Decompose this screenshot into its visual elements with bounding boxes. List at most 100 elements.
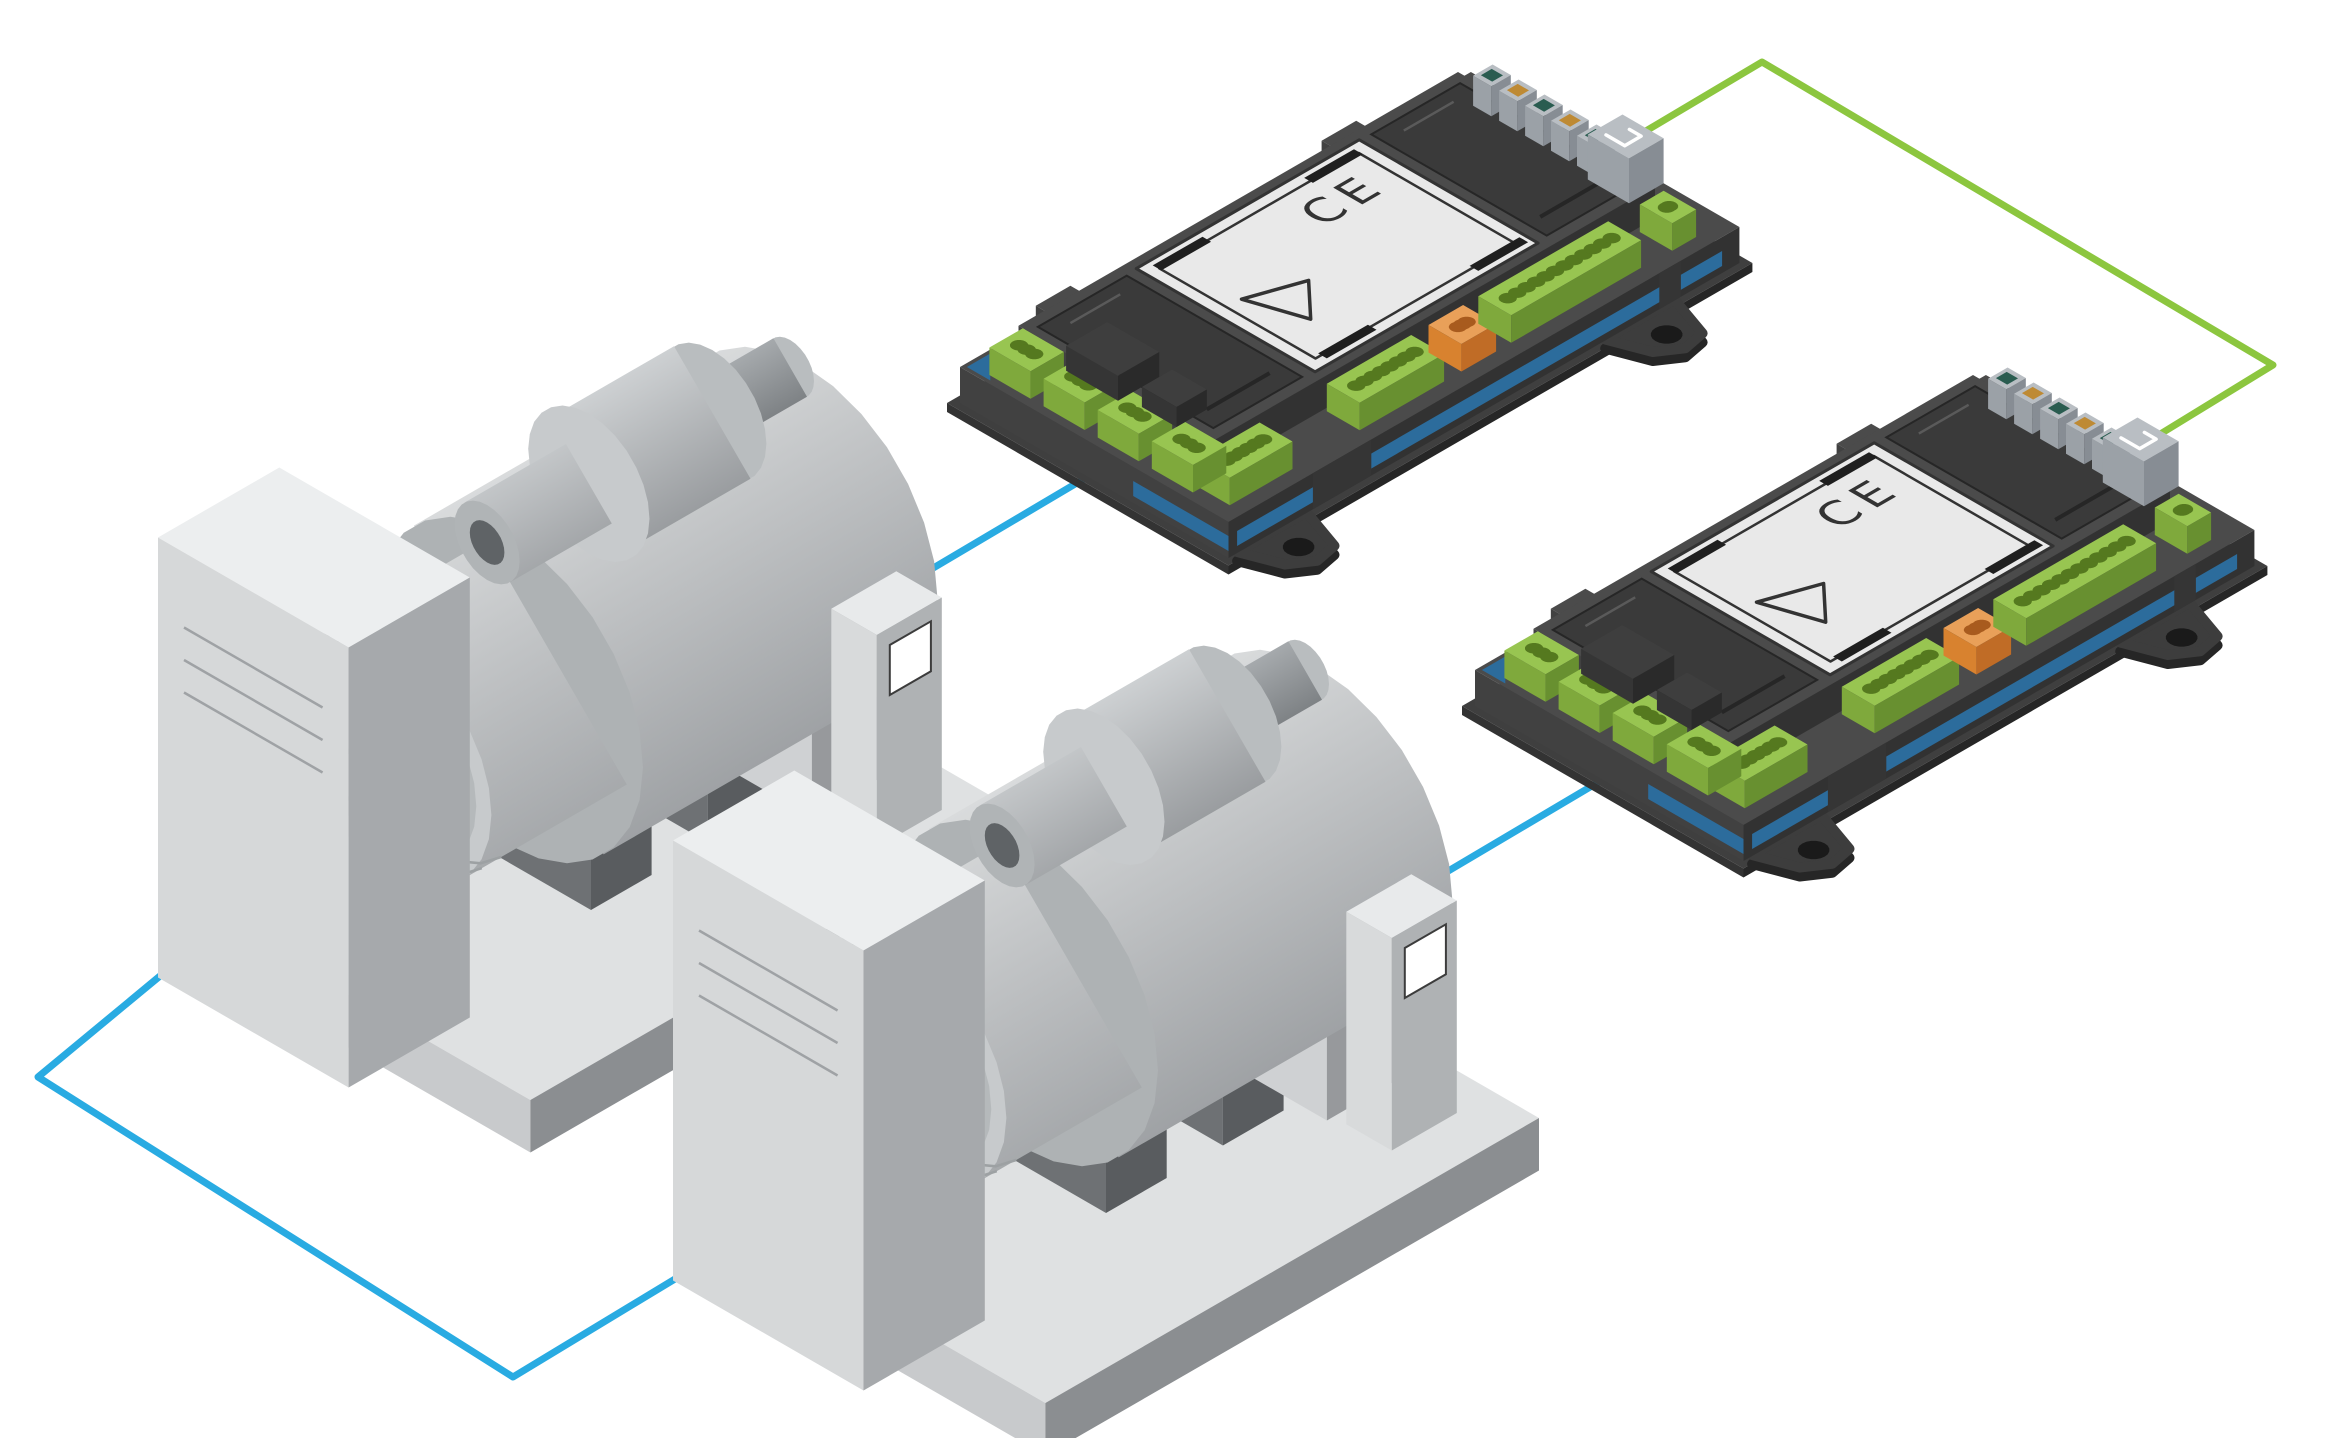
- terminal-hole: [1133, 411, 1152, 422]
- stub-bore: [469, 520, 505, 565]
- cabinet-vent-line: [183, 658, 324, 742]
- control-cabinet: [158, 467, 470, 1088]
- mount-hole: [1282, 537, 1315, 557]
- label-slot-bar: [1469, 237, 1529, 271]
- terminal-hole: [2172, 505, 2191, 516]
- terminal-block: [1504, 631, 1579, 702]
- terminal-block: [1639, 190, 1697, 251]
- vent-slot: [1205, 371, 1271, 412]
- terminal-hole: [1648, 714, 1667, 725]
- controller-2: CE: [1462, 367, 2268, 882]
- top-shaft-assembly: [969, 639, 1329, 888]
- mount-tab-front: [1747, 810, 1855, 882]
- terminal-hole: [1920, 649, 1939, 661]
- logo-triangle-icon: [1754, 581, 1828, 624]
- label-slot-bar: [1152, 236, 1212, 271]
- network-connector: [1587, 114, 1664, 204]
- terminal-block: [1993, 524, 2157, 646]
- network-connector: [2102, 417, 2179, 507]
- vent-slot: [1918, 403, 1970, 435]
- terminal-hole: [1405, 346, 1424, 358]
- mount-hole: [1797, 840, 1830, 860]
- terminal-hole: [1769, 737, 1788, 748]
- pcb-edge-left: [1648, 784, 1744, 854]
- terminal-block: [1666, 725, 1742, 796]
- operator-panel: [1346, 874, 1457, 1151]
- vent-slot: [1539, 178, 1605, 219]
- io-pad-dot: [2073, 416, 2096, 430]
- io-pad-dot: [1506, 83, 1529, 97]
- product-label: CE: [1134, 138, 1540, 374]
- pcb-corner: [1481, 656, 1506, 684]
- tray-rib: [2174, 563, 2196, 613]
- terminal-block: [1478, 221, 1642, 343]
- terminal-hole: [1025, 348, 1044, 360]
- field-link-gen1-ctrl1: [909, 473, 1091, 584]
- terminal-block: [1151, 422, 1227, 493]
- operator-panel: [831, 571, 942, 848]
- component-bump: [1656, 672, 1722, 730]
- network-link-green: [1625, 58, 2277, 448]
- connector-body: [2102, 417, 2179, 507]
- vent-slot: [1584, 596, 1636, 628]
- terminal-block: [1841, 638, 1960, 734]
- vent-slot: [1403, 100, 1455, 132]
- field-link-gen2-ctrl2: [1424, 776, 1606, 887]
- vent-slot: [1720, 674, 1786, 715]
- pcb-corner: [966, 353, 991, 381]
- operator-panel-screen: [888, 619, 932, 697]
- connector-mark: [2119, 430, 2158, 451]
- label-slot-bar: [1984, 540, 2044, 574]
- terminal-hole: [1457, 316, 1476, 328]
- io-pad-dot: [2021, 386, 2044, 400]
- terminal-block: [1097, 390, 1173, 462]
- control-cabinet: [673, 770, 985, 1391]
- vent-recess: [1369, 81, 1638, 237]
- terminal-block: [1612, 693, 1688, 765]
- terminal-hole: [1540, 651, 1559, 663]
- terminal-hole: [1187, 442, 1206, 453]
- io-pad-dot: [2047, 401, 2070, 415]
- io-pad-dot: [1532, 98, 1555, 112]
- terminal-hole: [1972, 619, 1991, 631]
- cabinet-vent-line: [183, 626, 324, 709]
- connector-mark: [1604, 127, 1643, 148]
- cabinet-vent-line: [698, 929, 839, 1012]
- mount-tab-rear: [2115, 597, 2223, 669]
- terminal-block: [1326, 335, 1445, 431]
- generator-2: [673, 639, 1539, 1438]
- generator-1: [158, 336, 1024, 1153]
- bus-link-gen1-gen2: [34, 972, 679, 1381]
- pcb-edge-left: [1133, 481, 1229, 551]
- terminal-hole: [1254, 434, 1273, 445]
- devices: CE CE: [158, 64, 2268, 1438]
- operator-panel-screen: [1403, 922, 1447, 1000]
- terminal-hole: [1602, 232, 1621, 244]
- terminal-hole: [1702, 745, 1721, 756]
- stub-bore: [984, 823, 1020, 868]
- vent-slot: [1069, 293, 1121, 325]
- terminal-block: [989, 328, 1064, 399]
- connection-lines: [34, 58, 2277, 1381]
- cabinet-vent-line: [698, 961, 839, 1045]
- logo-triangle-icon: [1239, 278, 1313, 321]
- tray-rib: [1312, 439, 1372, 510]
- label-slot-bar: [1667, 539, 1727, 574]
- component-bump: [1581, 625, 1675, 704]
- label-slot-bar: [1819, 452, 1878, 486]
- mount-hole: [1650, 325, 1683, 344]
- io-pad-dot: [1558, 113, 1581, 127]
- label-slot-bar: [1833, 627, 1892, 662]
- component-bump: [1066, 322, 1160, 401]
- top-shaft-assembly: [454, 336, 814, 585]
- terminal-hole: [1657, 202, 1676, 213]
- cabinet-vent-line: [183, 691, 324, 774]
- cabinet-vent-line: [698, 994, 839, 1077]
- mount-hole: [2165, 628, 2198, 647]
- connector-body: [1587, 114, 1664, 204]
- tray-rib: [1659, 260, 1681, 310]
- label-slot-bar: [1304, 149, 1363, 183]
- product-label: CE: [1649, 441, 2055, 677]
